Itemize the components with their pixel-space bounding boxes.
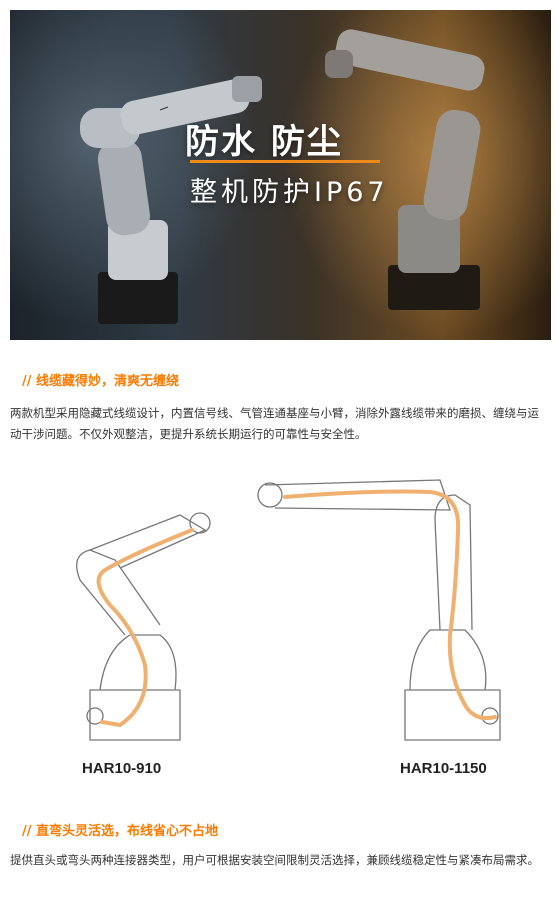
robot-cable-routing-illustration <box>76 479 501 741</box>
robot-arm-right-icon <box>325 29 485 310</box>
har10-1150-cable-path <box>283 489 497 721</box>
section-body-cable: 两款机型采用隐藏式线缆设计，内置信号线、气管连通基座与小臂，消除外露线缆带来的磨… <box>10 406 539 441</box>
hero-title: 防水 防尘 <box>185 122 343 162</box>
hero-robots-illustration <box>80 29 485 324</box>
har10-910-cable-path <box>96 528 194 728</box>
model-label-har10-910: HAR10-910 <box>82 760 162 777</box>
hero-banner: 防水 防尘 整机防护IP67 <box>10 10 551 340</box>
section-heading-connector: // 直弯头灵活选，布线省心不占地 <box>22 824 219 839</box>
robot-arm-left-icon <box>80 76 262 324</box>
model-label-har10-1150: HAR10-1150 <box>400 760 487 777</box>
section-body-connector: 提供直头或弯头两种连接器类型，用户可根据安装空间限制灵活选择，兼顾线缆稳定性与紧… <box>10 853 539 867</box>
robot-models-diagram: HAR10-910 HAR10-1150 <box>10 460 551 790</box>
hero-title-underline <box>190 160 380 163</box>
hero-subtitle: 整机防护IP67 <box>190 177 389 208</box>
har10-910-outline-icon <box>76 512 211 741</box>
section-heading-cable: // 线缆藏得妙，清爽无缠绕 <box>22 374 180 389</box>
